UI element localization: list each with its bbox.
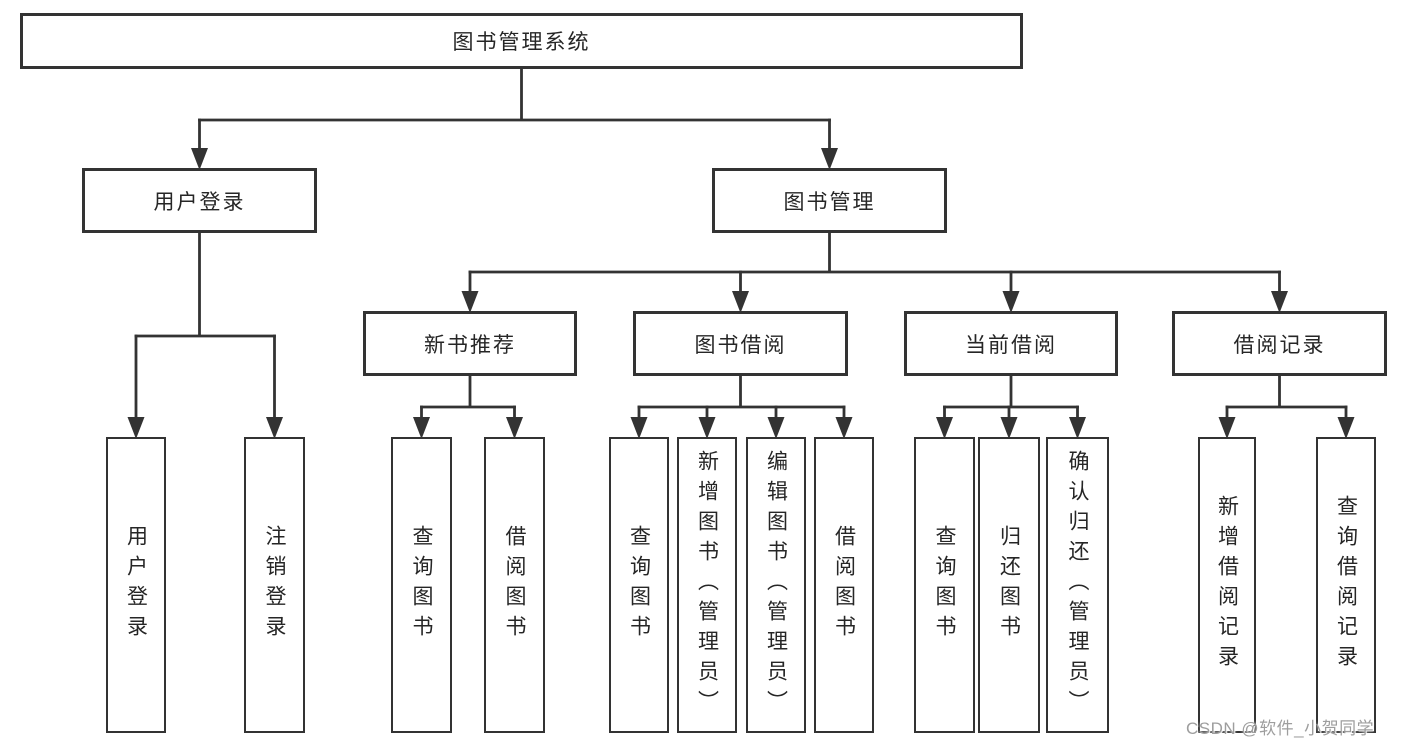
node-label-book-borrowing: 图书借阅 [694,333,787,357]
node-label-add-book-admin: 新增图书（管理员） [695,450,719,720]
node-label-borrow-books-2: 借阅图书 [832,525,856,645]
arrowhead-icon [413,417,430,439]
node-book-mgmt: 图书管理 [712,168,947,233]
node-label-return-book: 归还图书 [997,525,1021,645]
node-root: 图书管理系统 [20,13,1023,69]
arrowhead-icon [821,148,838,170]
node-label-user-login: 用户登录 [153,190,246,214]
node-query-books-1: 查询图书 [391,437,452,733]
node-label-query-borrow-record: 查询借阅记录 [1334,495,1358,675]
arrowhead-icon [266,417,283,439]
node-book-borrowing: 图书借阅 [633,311,848,376]
arrowhead-icon [506,417,523,439]
node-label-add-borrow-record: 新增借阅记录 [1215,495,1239,675]
node-label-logout-leaf: 注销登录 [263,525,286,645]
node-logout-leaf: 注销登录 [244,437,305,733]
node-label-query-books-2: 查询图书 [627,525,651,645]
node-label-query-books-3: 查询图书 [933,525,956,645]
node-query-books-2: 查询图书 [609,437,669,733]
arrowhead-icon [1002,291,1020,313]
watermark: CSDN @软件_小贺同学 [1186,719,1375,738]
arrowhead-icon [127,417,145,439]
node-query-borrow-record: 查询借阅记录 [1316,437,1376,733]
arrowhead-icon [461,291,479,313]
arrowhead-icon [1069,417,1086,439]
node-label-new-book-recommend: 新书推荐 [424,333,516,357]
node-confirm-return-admin: 确认归还（管理员） [1046,437,1109,733]
arrowhead-icon [1000,417,1018,439]
node-label-current-borrowing: 当前借阅 [965,333,1057,357]
node-user-login-leaf: 用户登录 [106,437,166,733]
node-user-login: 用户登录 [82,168,317,233]
node-current-borrowing: 当前借阅 [904,311,1118,376]
node-label-borrowing-records: 借阅记录 [1233,333,1326,357]
arrowhead-icon [835,417,853,439]
node-add-book-admin: 新增图书（管理员） [677,437,737,733]
node-label-borrow-books-1: 借阅图书 [503,525,526,645]
arrowhead-icon [767,417,785,439]
arrowhead-icon [1271,291,1288,313]
node-label-confirm-return-admin: 确认归还（管理员） [1066,450,1089,720]
node-add-borrow-record: 新增借阅记录 [1198,437,1256,733]
arrowhead-icon [630,417,648,439]
node-borrow-books-2: 借阅图书 [814,437,874,733]
node-query-books-3: 查询图书 [914,437,975,733]
node-edit-book-admin: 编辑图书（管理员） [746,437,806,733]
node-new-book-recommend: 新书推荐 [363,311,577,376]
arrowhead-icon [1218,417,1236,439]
arrowhead-icon [732,291,749,313]
node-return-book: 归还图书 [978,437,1040,733]
node-borrow-books-1: 借阅图书 [484,437,545,733]
node-borrowing-records: 借阅记录 [1172,311,1387,376]
node-label-book-mgmt: 图书管理 [783,190,876,214]
arrowhead-icon [1337,417,1355,439]
arrowhead-icon [191,148,208,170]
arrowhead-icon [698,417,716,439]
arrowhead-icon [936,417,953,439]
node-label-edit-book-admin: 编辑图书（管理员） [764,450,788,720]
node-label-user-login-leaf: 用户登录 [124,525,148,645]
node-label-query-books-1: 查询图书 [410,525,433,645]
node-label-root: 图书管理系统 [452,31,591,54]
